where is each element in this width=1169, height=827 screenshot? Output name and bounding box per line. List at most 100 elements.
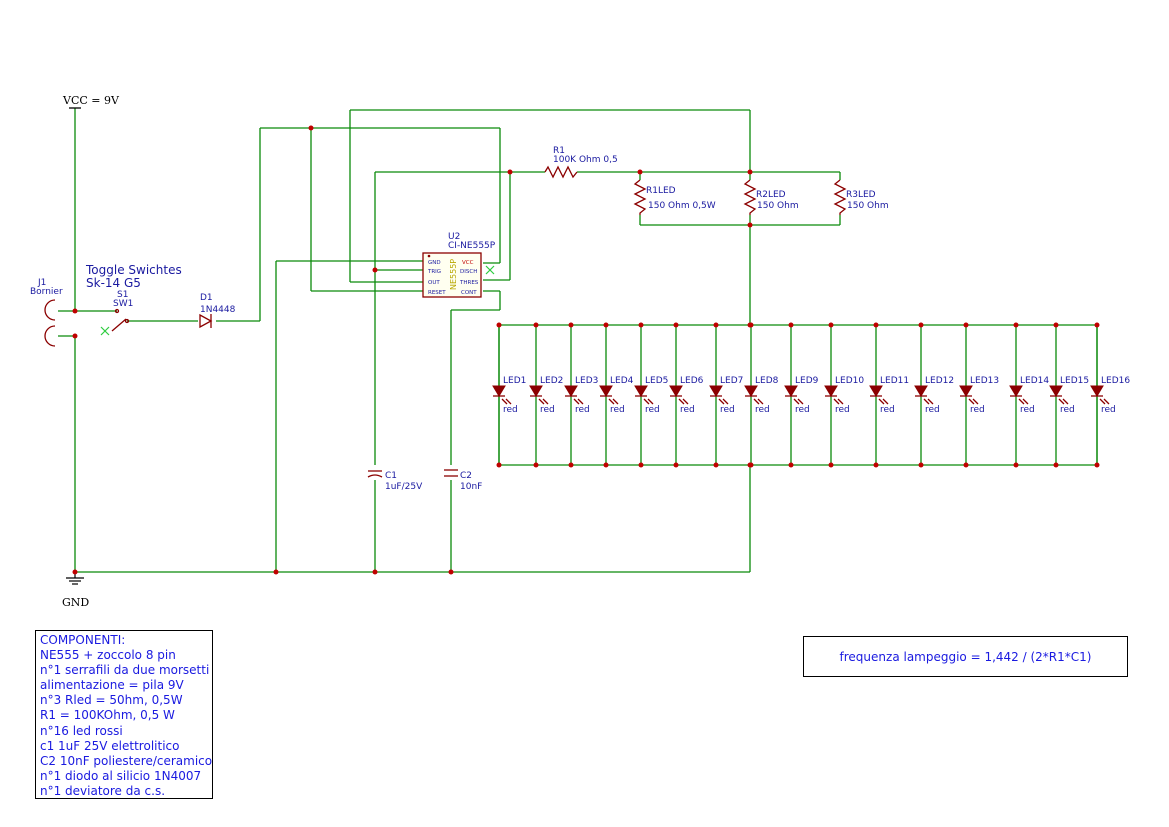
led-ref: LED12 [925,376,954,386]
led-ref: LED8 [755,376,779,386]
led-color: red [970,405,985,415]
led-ref: LED3 [575,376,598,386]
resistor-r1led: R1LED 150 Ohm 0,5W [633,179,716,215]
led-color: red [925,405,940,415]
led-color: red [1101,405,1116,415]
switch-note-line2: Sk-14 G5 [86,276,141,290]
c1-ref: C1 [385,471,397,481]
led-array: LED1 red LED2 red LED3 red LED4 red LED5 red LED6 r… [492,325,1130,465]
led-color: red [540,405,555,415]
led-ref: LED15 [1060,376,1089,386]
switch-value: SW1 [113,299,133,309]
ic-body-label: NE555P [449,259,458,290]
ic-pin-trig: TRIG [427,269,441,275]
led-ref: LED13 [970,376,999,386]
led-color: red [755,405,770,415]
components-item: n°1 deviatore da c.s. [40,783,166,798]
led-1: LED1 red [492,325,526,465]
c2-ref: C2 [460,471,472,481]
components-item: alimentazione = pila 9V [40,678,184,693]
components-title: COMPONENTI: [40,633,126,647]
ic-pin-reset: RESET [428,290,446,296]
led-ref: LED2 [540,376,563,386]
components-item: n°1 diodo al silicio 1N4007 [40,768,202,783]
c1-value: 1uF/25V [385,482,423,492]
gnd-label: GND [62,596,89,609]
led-4: LED4 red [599,325,634,465]
connector-j1: J1 Bornier [30,278,63,347]
vcc-label: VCC = 9V [62,94,120,107]
components-item: n°1 serrafili da due morsetti [40,663,210,678]
led-15: LED15 red [1049,325,1089,465]
ic-ref: U2 [448,232,460,242]
led-color: red [1060,405,1075,415]
led-ref: LED6 [680,376,704,386]
junction-dots [72,125,1100,575]
r1-ref: R1 [553,146,565,156]
led-ref: LED16 [1101,376,1130,386]
resistor-r3led: R3LED 150 Ohm [833,179,889,215]
ic-value: CI-NE555P [448,241,496,251]
led-ref: LED4 [610,376,634,386]
c2-value: 10nF [460,482,482,492]
ic-pin-out: OUT [428,280,440,286]
led-12: LED12 red [914,325,954,465]
led-color: red [680,405,695,415]
r1led-ref: R1LED [646,186,676,196]
led-5: LED5 red [634,325,668,465]
j1-ref: J1 [37,278,46,288]
r2led-ref: R2LED [756,190,786,200]
j1-value: Bornier [30,287,63,297]
led-color: red [610,405,625,415]
components-item: c1 1uF 25V elettrolitico [40,738,180,753]
r1led-value: 150 Ohm 0,5W [648,201,716,211]
formula-box: frequenza lampeggio = 1,442 / (2*R1*C1) [803,636,1128,677]
d1-value: 1N4448 [200,305,236,315]
switch-s1: Toggle Swichtes Sk-14 G5 S1 SW1 [85,263,182,336]
r2led-value: 150 Ohm [757,201,799,211]
resistor-r2led: R2LED 150 Ohm [743,179,799,215]
components-item: R1 = 100KOhm, 0,5 W [40,708,175,723]
led-13: LED13 red [959,325,999,465]
led-color: red [645,405,660,415]
diode-d1: D1 1N4448 [199,293,236,329]
formula-text: frequenza lampeggio = 1,442 / (2*R1*C1) [839,649,1092,664]
components-item: C2 10nF poliestere/ceramico [40,753,213,768]
led-color: red [795,405,810,415]
led-ref: LED1 [503,376,526,386]
led-16: LED16 red [1090,325,1130,465]
components-item: n°16 led rossi [40,723,123,738]
switch-note-line1: Toggle Swichtes [85,263,182,277]
r3led-ref: R3LED [846,190,876,200]
switch-ref: S1 [117,290,128,300]
ic-pin-disch: DISCH [460,269,477,275]
led-6: LED6 red [669,325,704,465]
components-item: n°3 Rled = 50hm, 0,5W [40,693,183,708]
components-item: NE555 + zoccolo 8 pin [40,648,176,663]
resistor-r1: R1 100K Ohm 0,5 [544,146,618,179]
gnd-symbol: GND [62,572,89,609]
led-8: LED8 red [744,325,779,465]
led-ref: LED5 [645,376,668,386]
ic-pin-thres: THRES [459,280,479,286]
led-color: red [503,405,518,415]
ic-pin-gnd: GND [428,260,441,266]
led-3: LED3 red [564,325,598,465]
led-color: red [1020,405,1035,415]
led-color: red [835,405,850,415]
ic-u2: U2 CI-NE555P GND TRIG OUT RESET VCC DISC… [422,232,496,298]
capacitor-c1: C1 1uF/25V [367,470,423,492]
r1-value: 100K Ohm 0,5 [553,155,618,165]
wires [58,108,1098,573]
led-color: red [575,405,590,415]
r3led-value: 150 Ohm [847,201,889,211]
led-ref: LED7 [720,376,743,386]
led-ref: LED11 [880,376,909,386]
